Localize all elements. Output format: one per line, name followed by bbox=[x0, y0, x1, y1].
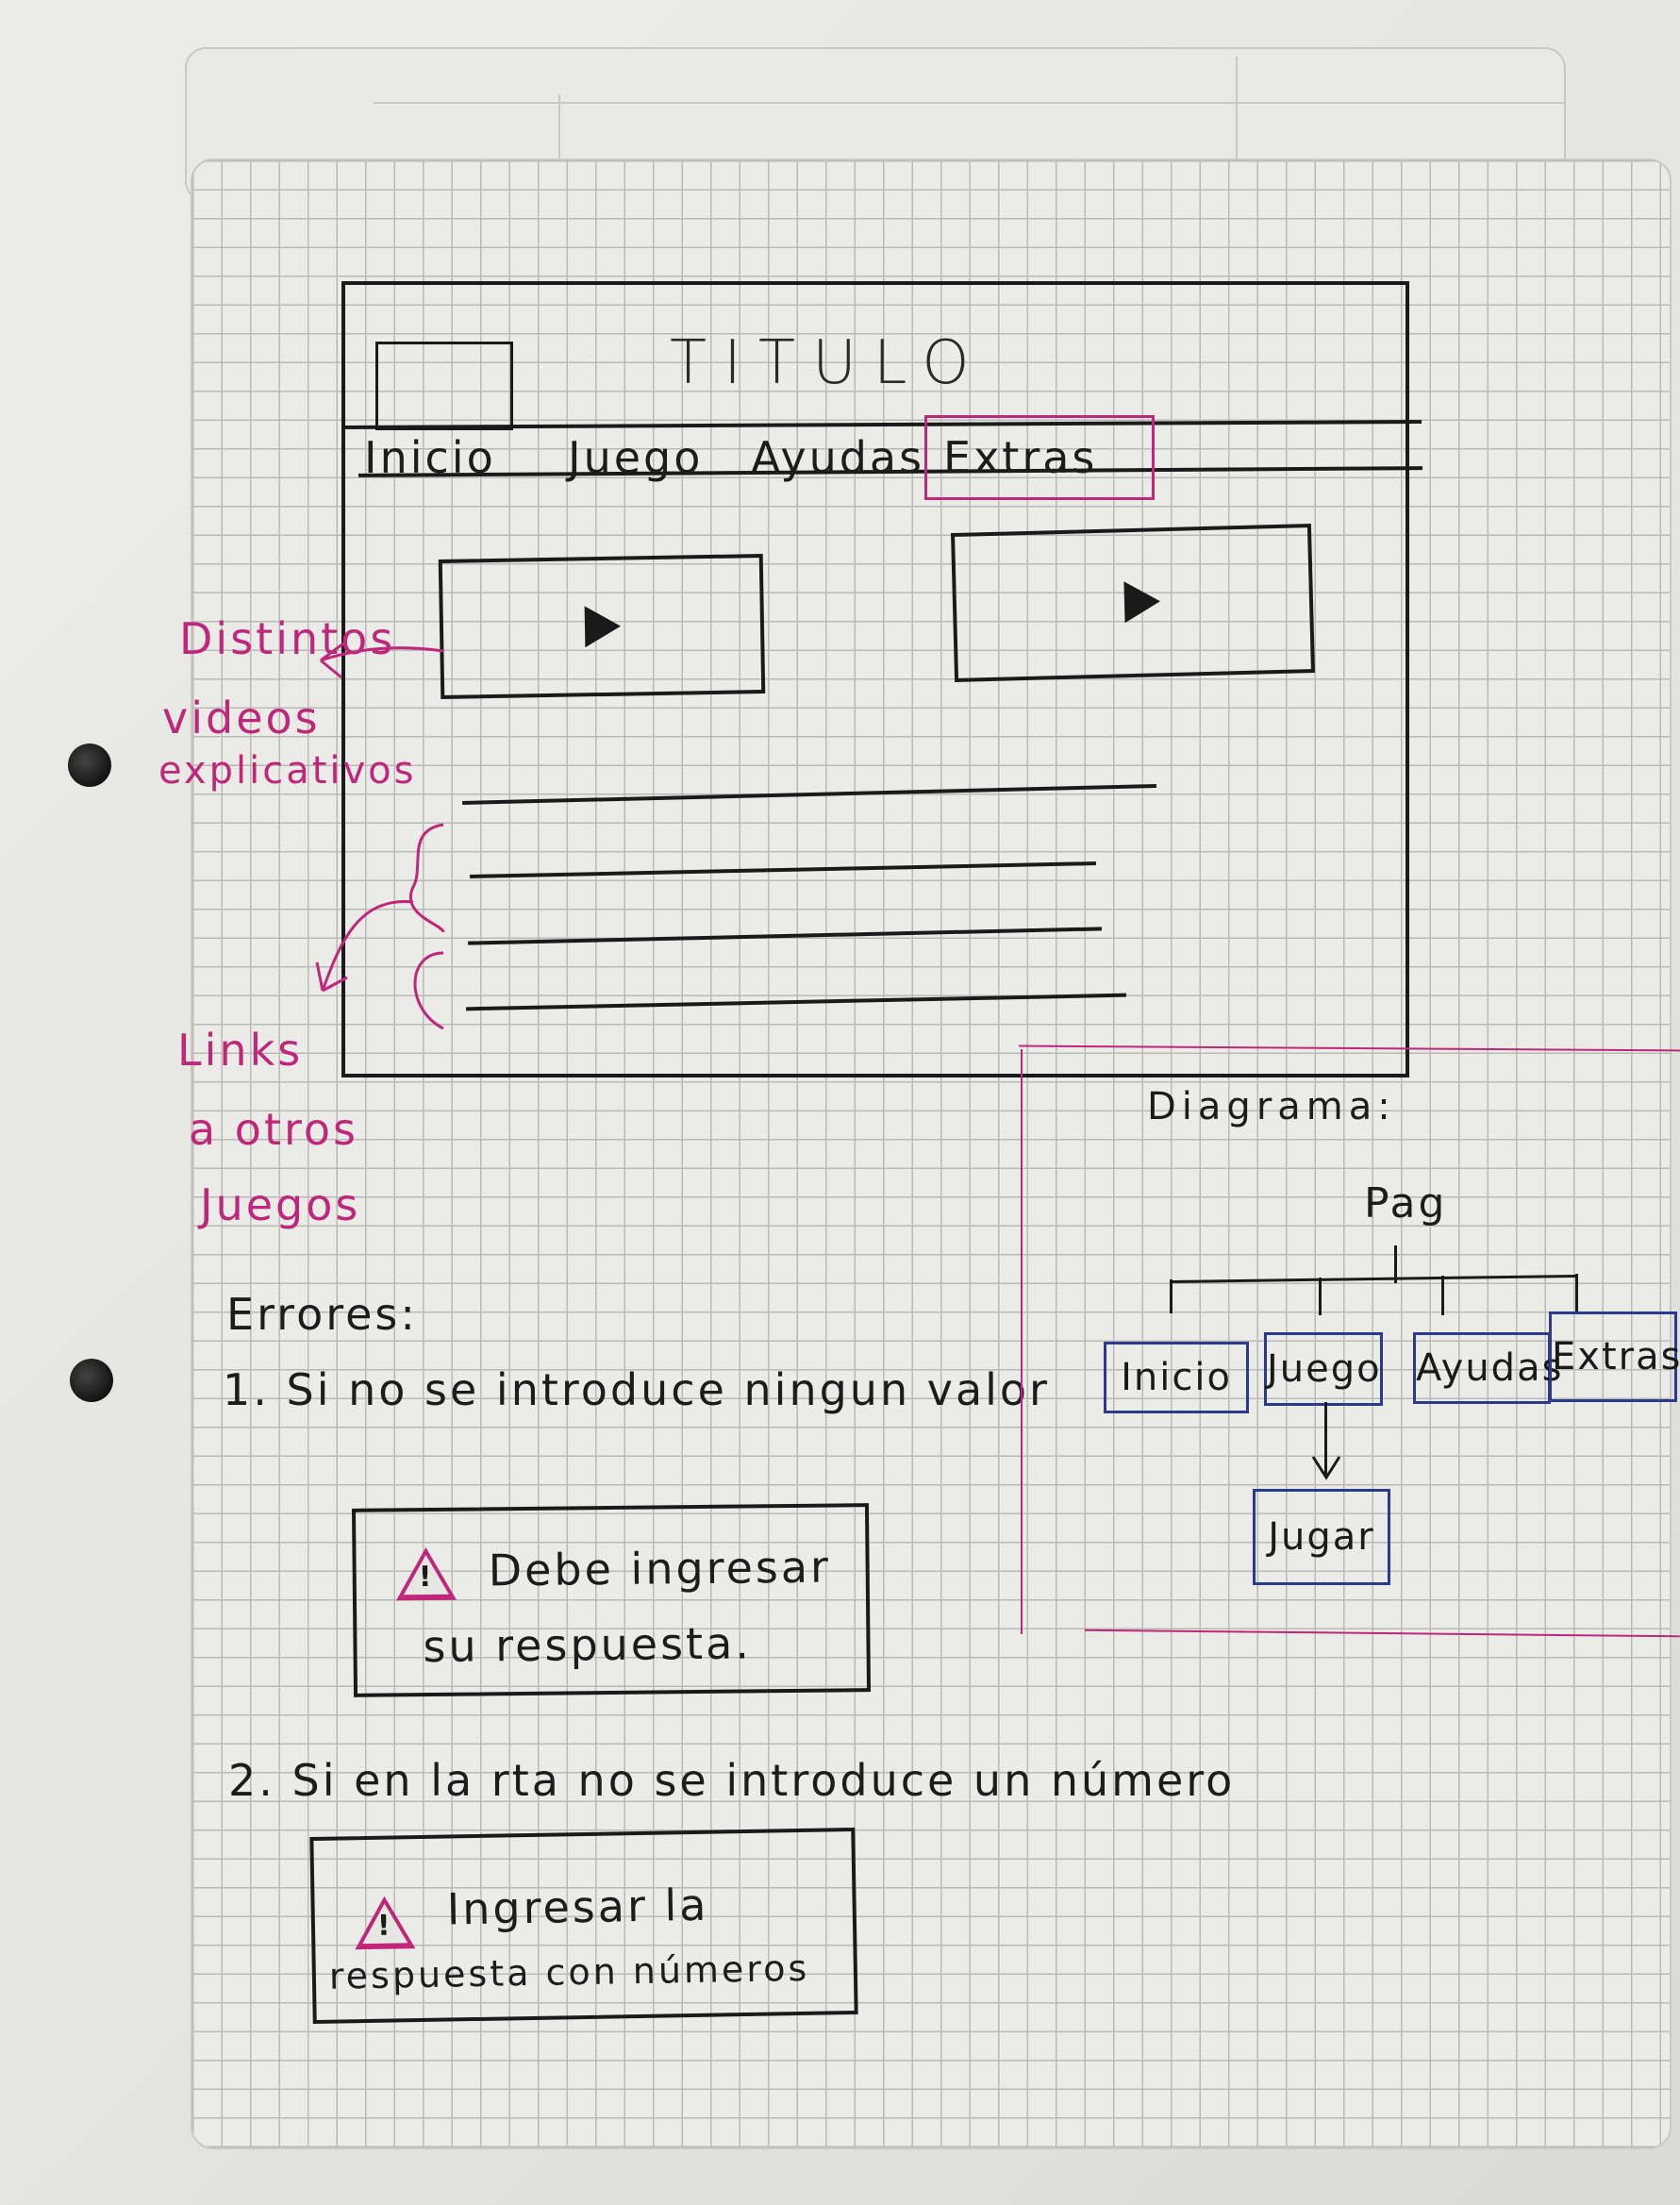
error-condition: 2. Si en la rta no se introduce un númer… bbox=[228, 1755, 1236, 1806]
annotation-line: Juegos bbox=[200, 1179, 361, 1230]
annotation-line: explicativos bbox=[158, 749, 417, 793]
errors-heading: Errores: bbox=[226, 1289, 418, 1340]
logo-placeholder bbox=[375, 342, 513, 430]
tree-connector bbox=[1319, 1278, 1322, 1315]
play-icon bbox=[1123, 580, 1161, 624]
nav-item-ayudas: Ayudas bbox=[751, 432, 925, 483]
diagram-root: Pag bbox=[1364, 1179, 1448, 1228]
annotation-line: Links bbox=[177, 1025, 304, 1076]
binder-hole bbox=[68, 743, 111, 787]
arrow-down-icon bbox=[1311, 1456, 1341, 1480]
tree-connector bbox=[1575, 1274, 1578, 1313]
video-placeholder bbox=[950, 524, 1316, 682]
diagram-node-ayudas: Ayudas bbox=[1413, 1332, 1561, 1404]
annotation-line: a otros bbox=[189, 1104, 359, 1155]
nav-item-inicio: Inicio bbox=[364, 432, 496, 483]
nav-highlight bbox=[924, 415, 1155, 500]
warning-icon: ! bbox=[418, 1560, 432, 1595]
warning-icon: ! bbox=[376, 1909, 391, 1943]
diagram-node-jugar: Jugar bbox=[1253, 1489, 1390, 1585]
error-message-line: respuesta con números bbox=[328, 1946, 810, 1997]
error-message-line: Debe ingresar bbox=[488, 1541, 832, 1596]
diagram-label: Diagrama: bbox=[1147, 1085, 1396, 1128]
annotation-line: Distintos bbox=[179, 613, 396, 664]
diagram-border bbox=[1021, 1049, 1023, 1634]
binder-hole bbox=[70, 1359, 113, 1402]
tree-connector bbox=[1170, 1279, 1173, 1313]
arrow-icon bbox=[320, 642, 444, 679]
grid-paper bbox=[191, 159, 1672, 2149]
header-divider bbox=[374, 102, 1564, 104]
error-message-box: ! Debe ingresar su respuesta. bbox=[351, 1503, 872, 1697]
diagram-node-extras: Extras bbox=[1549, 1311, 1680, 1402]
wireframe-frame bbox=[341, 281, 1409, 1077]
tree-connector bbox=[1324, 1402, 1327, 1476]
header-divider bbox=[1236, 57, 1238, 166]
video-placeholder bbox=[438, 554, 766, 699]
error-message-line: su respuesta. bbox=[423, 1617, 753, 1673]
tree-connector bbox=[1441, 1276, 1444, 1315]
header-divider bbox=[558, 94, 560, 196]
error-message-line: Ingresar la bbox=[446, 1879, 709, 1935]
tree-connector bbox=[1394, 1245, 1397, 1283]
play-icon bbox=[584, 605, 622, 648]
nav-item-juego: Juego bbox=[568, 432, 704, 483]
error-message-box: ! Ingresar la respuesta con números bbox=[309, 1827, 858, 2025]
wireframe-title: TITULO bbox=[670, 328, 987, 398]
annotation-line: videos bbox=[162, 693, 321, 743]
diagram-node-juego: Juego bbox=[1264, 1332, 1383, 1406]
nav-item-extras: Extras bbox=[943, 432, 1098, 483]
bracket-icon bbox=[315, 823, 445, 1030]
error-condition: 1. Si no se introduce ningun valor bbox=[223, 1364, 1050, 1415]
diagram-node-inicio: Inicio bbox=[1104, 1342, 1249, 1413]
